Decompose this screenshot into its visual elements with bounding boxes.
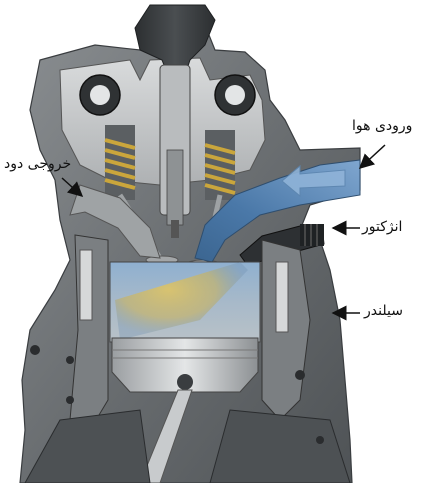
exhaust-port [69,184,161,259]
injector-label: انژکتور [362,219,403,235]
connecting-rod [139,389,193,483]
fuel-spray [115,262,248,340]
ignition-coil [134,4,216,76]
crankcase [24,409,351,483]
arrow-icon [61,177,84,198]
air-intake-label: ورودی هوا [352,118,413,134]
intake-flow-arrow [281,164,346,198]
valve-spring-right [204,130,236,200]
arrow-icon [358,144,386,170]
exhaust-outlet-label: خروجی دود [4,156,72,172]
valve-spring-left [104,125,136,200]
piston [111,337,259,393]
cylinder-label: سیلندر [364,303,403,319]
